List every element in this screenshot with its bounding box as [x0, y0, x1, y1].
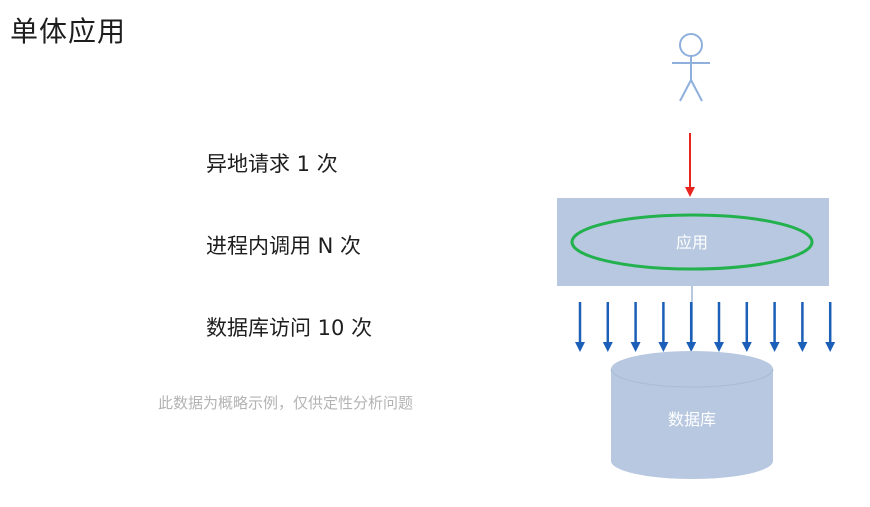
in-process-call-stat: 进程内调用 N 次: [206, 234, 362, 258]
db-arrow-head-5: [686, 342, 697, 352]
db-arrow-head-8: [769, 342, 780, 352]
db-arrow-head-9: [797, 342, 808, 352]
application-box: [557, 198, 829, 286]
db-arrow-head-1: [575, 342, 585, 352]
remote-request-stat: 异地请求 1 次: [206, 152, 338, 176]
database-access-arrows: [575, 302, 836, 352]
page-title: 单体应用: [10, 15, 127, 48]
db-arrow-head-3: [630, 342, 641, 352]
db-arrow-head-10: [825, 342, 836, 352]
db-arrow-head-2: [602, 342, 613, 352]
database-label: 数据库: [668, 410, 716, 429]
database-cylinder: [610, 351, 774, 479]
application-label: 应用: [676, 233, 708, 252]
db-arrow-head-4: [658, 342, 669, 352]
db-arrow-head-7: [741, 342, 752, 352]
application-ellipse: [570, 213, 814, 271]
database-access-stat: 数据库访问 10 次: [206, 316, 373, 340]
db-arrow-head-6: [714, 342, 724, 352]
user-icon: [672, 33, 710, 102]
disclaimer-note: 此数据为概略示例，仅供定性分析问题: [158, 394, 414, 412]
